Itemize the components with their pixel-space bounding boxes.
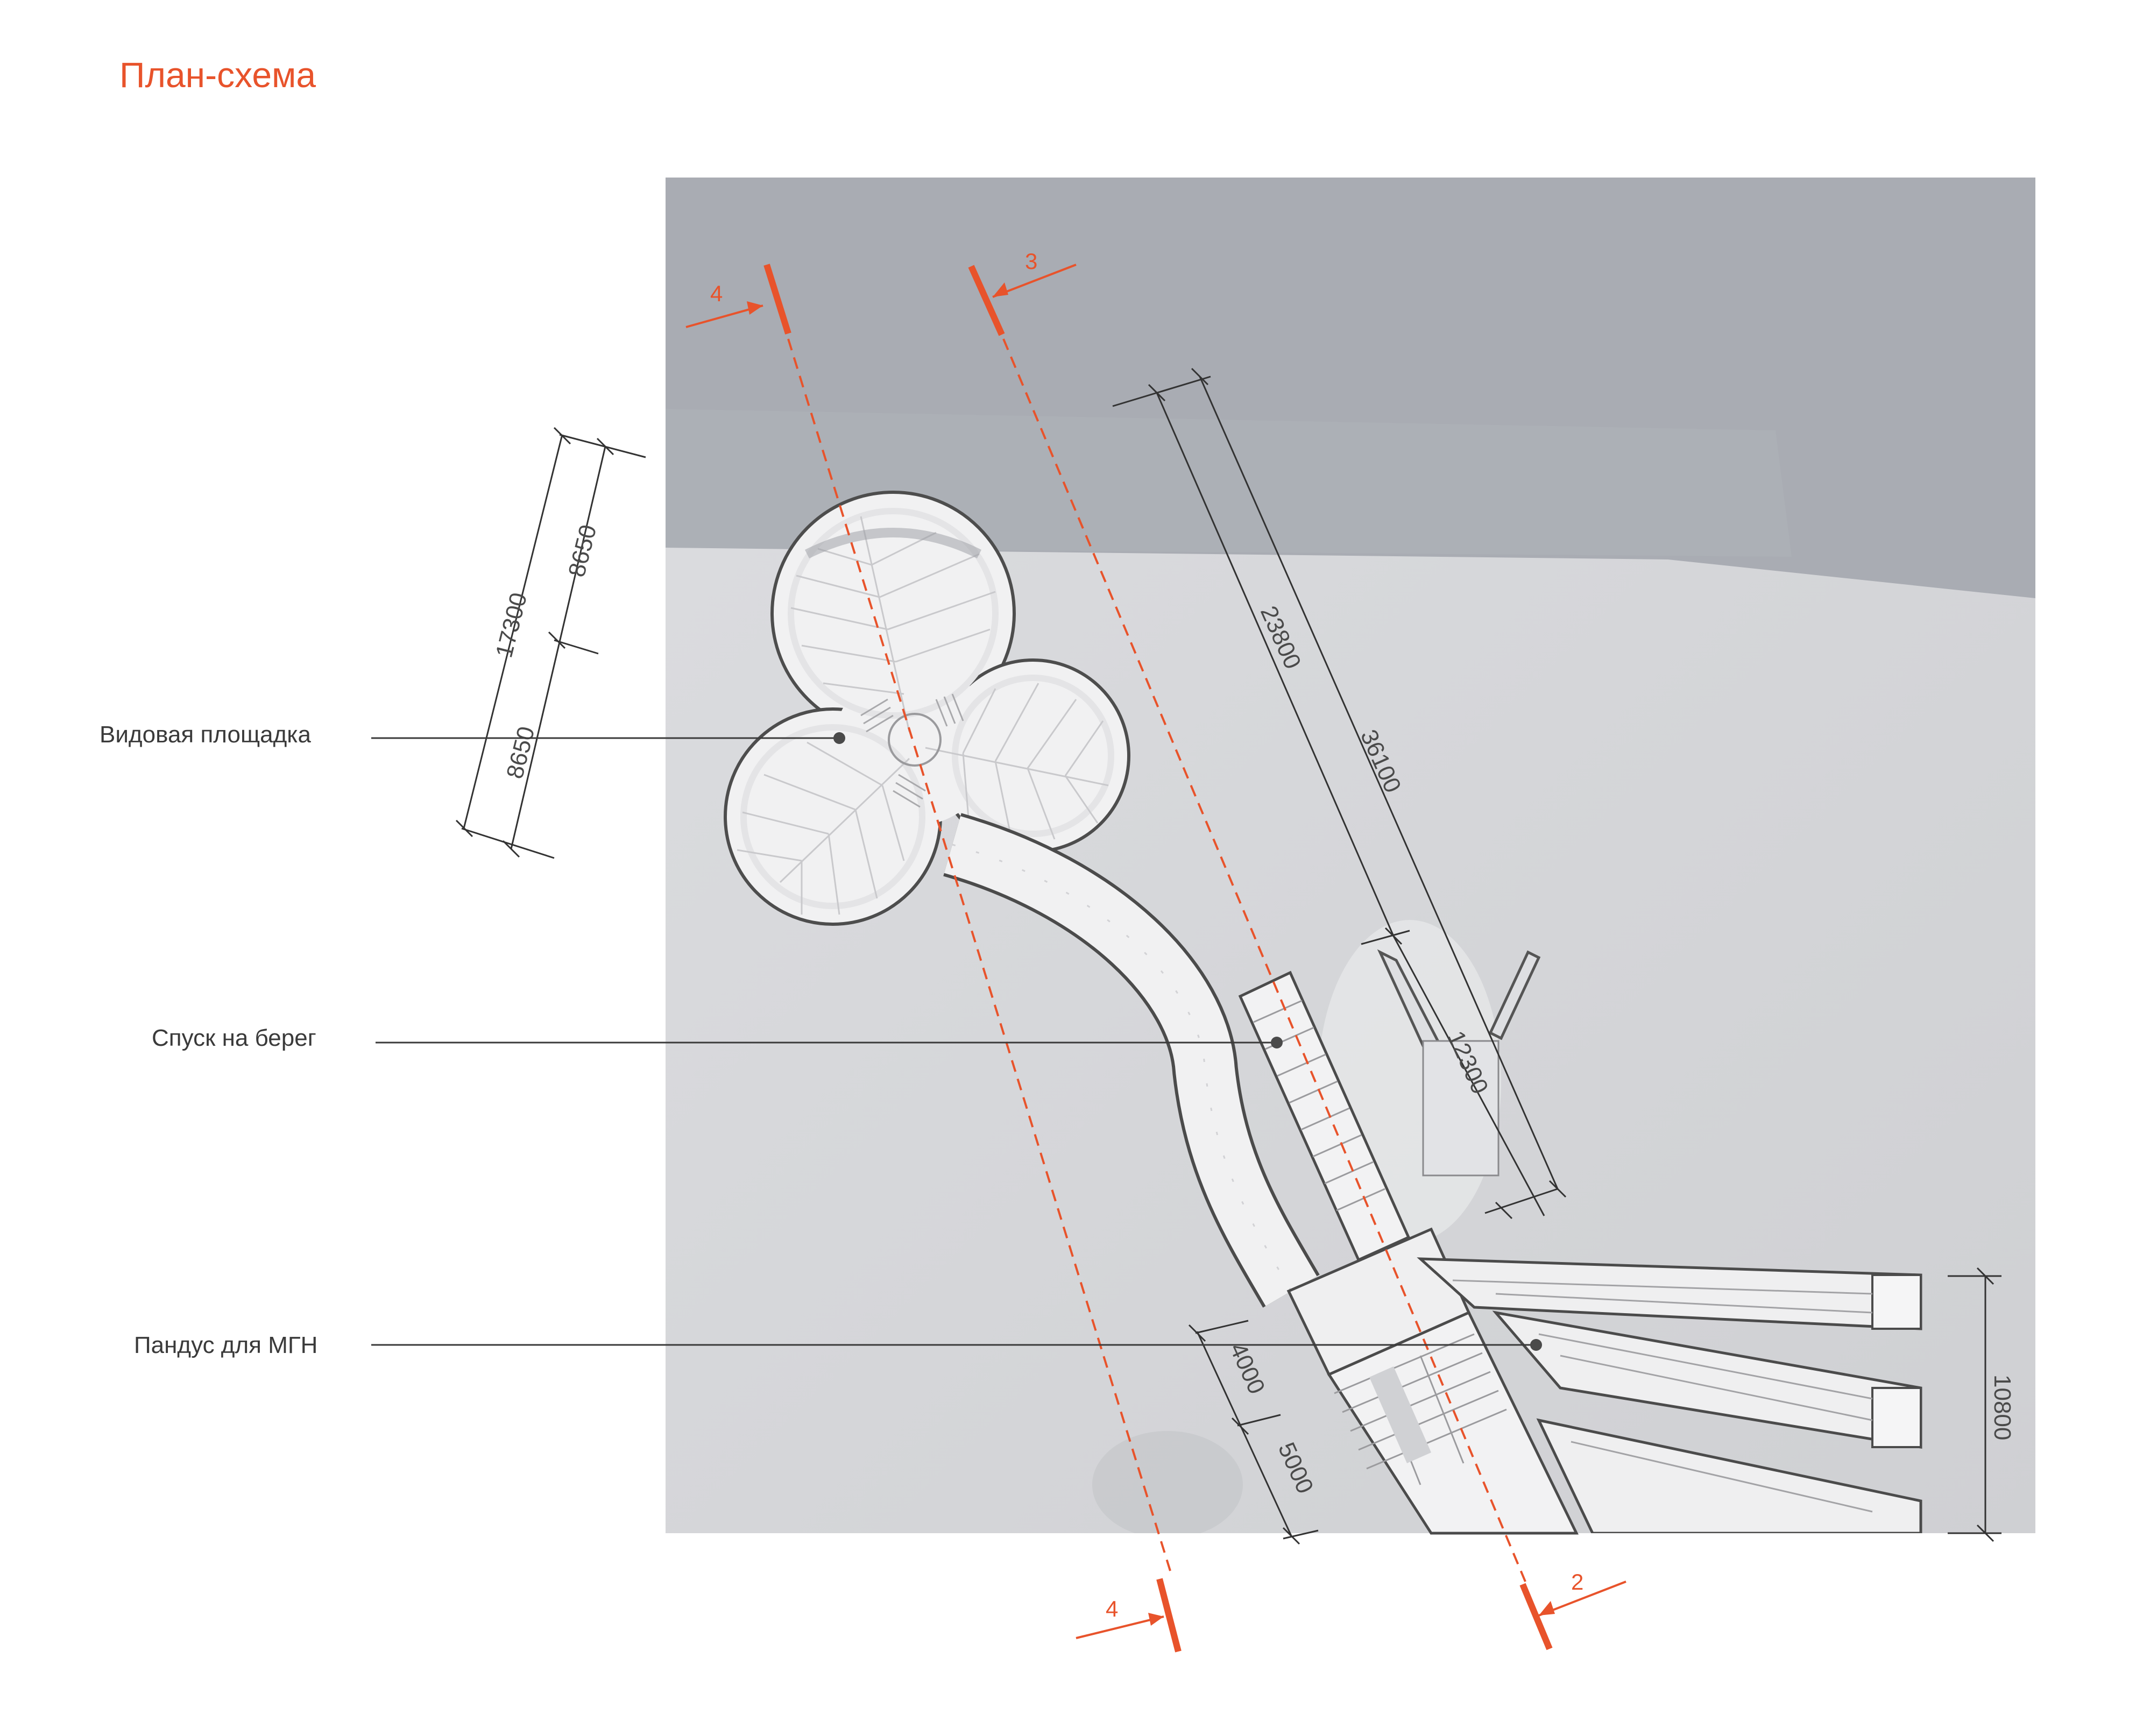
dimension-ramp-width [1948, 1267, 2001, 1542]
site-plan [666, 178, 2035, 1533]
viewing-platform [724, 491, 1130, 926]
section-lines [787, 338, 1526, 1582]
platform-lobe-bottom-inner [740, 724, 925, 909]
ramp-turn-1 [1871, 1274, 1922, 1330]
dimension-platform [455, 427, 646, 859]
platform-water-cut [804, 528, 982, 559]
callout-label-descent-to-shore: Спуск на берег [152, 1025, 316, 1051]
section-label-4-top: 4 [710, 281, 723, 306]
platform-stairs [860, 693, 964, 808]
ramp-run-3 [1536, 1418, 1922, 1533]
pedestrian-bridge [943, 813, 1320, 1308]
callout-descent-to-shore: Спуск на берег [152, 1025, 1283, 1051]
platform-lobe-right-inner [952, 675, 1114, 837]
dim-platform-total: 17300 [491, 590, 532, 661]
bridge-deck-centerline [952, 844, 1292, 1292]
platform-center-ring [888, 713, 942, 767]
dimension-descent [1112, 367, 1567, 1220]
section-line-3-2 [1002, 338, 1526, 1582]
section-label-4-bottom: 4 [1106, 1596, 1118, 1621]
shore-haze-lower [1092, 1431, 1243, 1533]
section-label-2-bottom: 2 [1571, 1569, 1583, 1595]
pier-strut-right [1488, 950, 1541, 1040]
section-marker-3-top: 3 [968, 249, 1077, 336]
dim-platform-half-top: 8650 [563, 522, 602, 580]
section-marker-4-bottom: 4 [1076, 1578, 1182, 1653]
callout-label-viewing-platform: Видовая площадка [100, 721, 312, 748]
mgn-ramp [1417, 1257, 1922, 1533]
section-marker-4-top: 4 [685, 264, 791, 335]
callout-label-ramp-mgn: Пандус для МГН [134, 1332, 317, 1358]
section-label-3-top: 3 [1025, 249, 1037, 274]
callout-ramp-mgn: Пандус для МГН [134, 1332, 1542, 1358]
stair-treads-upper [1253, 1000, 1385, 1211]
section-marker-2-bottom: 2 [1519, 1569, 1626, 1650]
platform-hub [834, 664, 995, 826]
platform-leaf-veins [737, 516, 1109, 915]
dim-ramp-width: 10800 [1989, 1374, 2015, 1440]
ramp-handrails [1452, 1279, 1873, 1513]
callout-viewing-platform: Видовая площадка [100, 721, 845, 748]
dim-platform-half-bottom: 8650 [501, 724, 540, 782]
stair-gap [1369, 1366, 1431, 1463]
section-line-4 [787, 338, 1171, 1571]
dimension-ramp [1188, 1320, 1319, 1545]
ramp-turn-2 [1871, 1387, 1922, 1448]
page-title: План-схема [119, 55, 316, 95]
